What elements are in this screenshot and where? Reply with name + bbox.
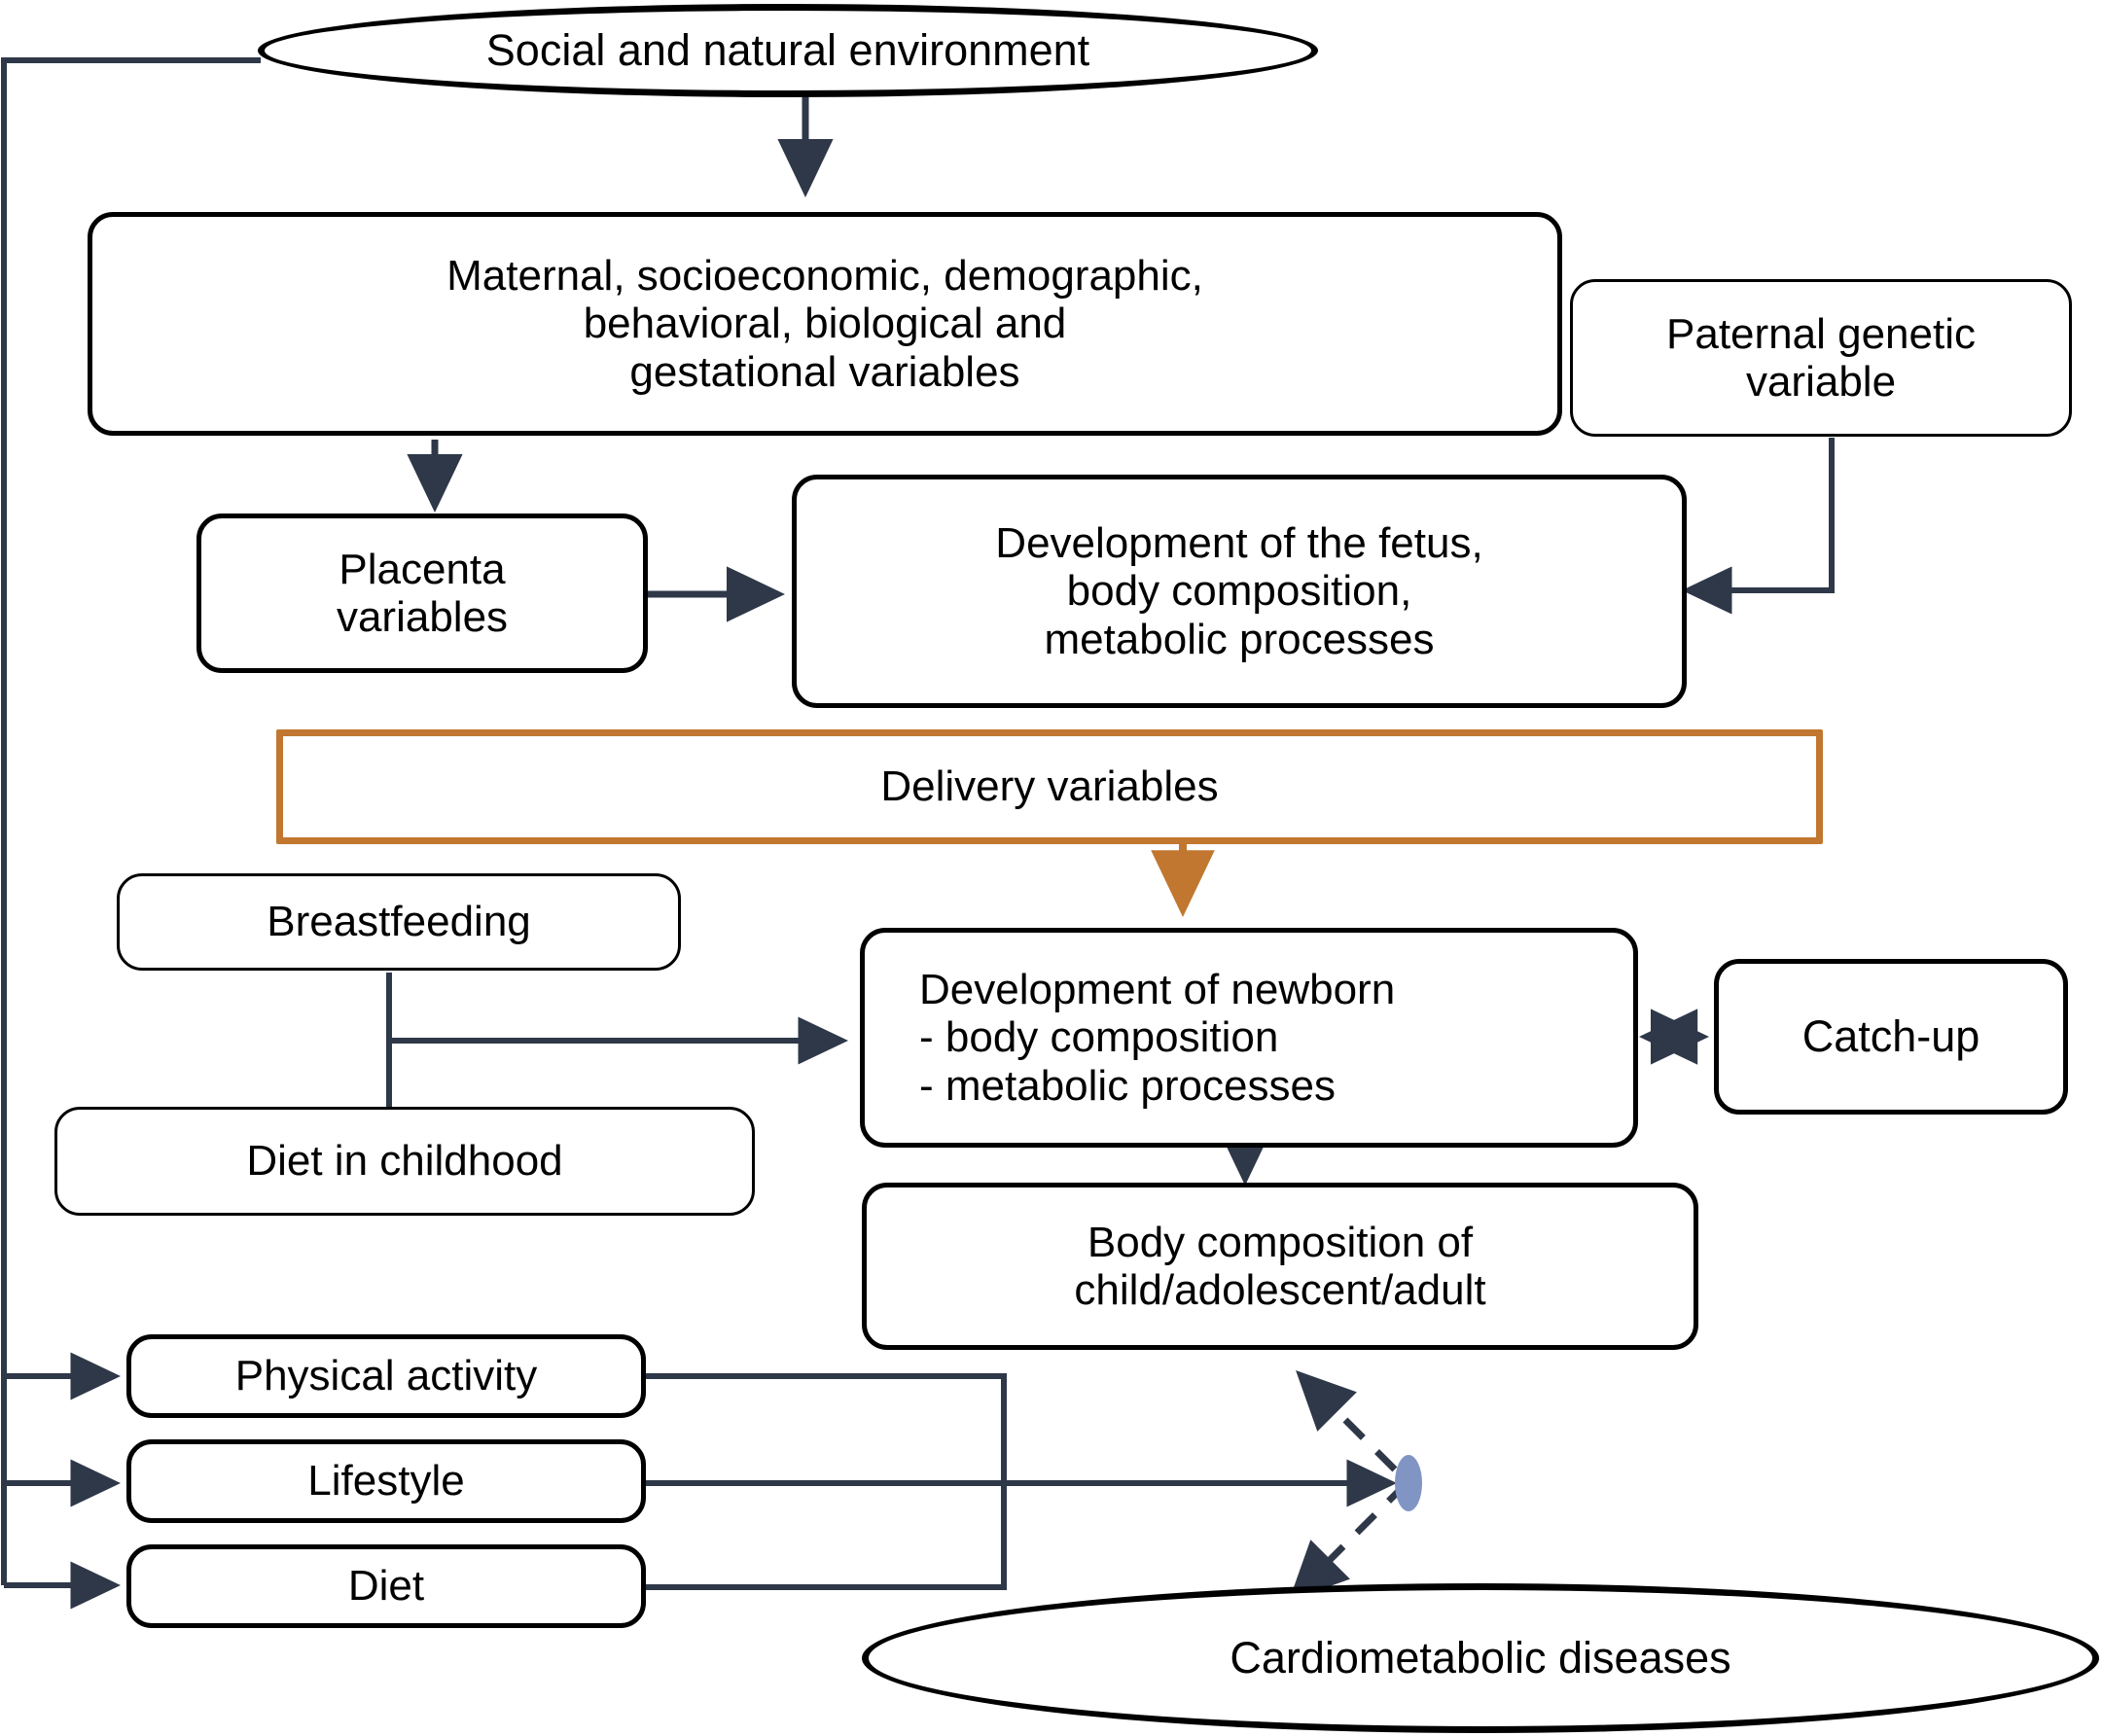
node-mediator[interactable] (1395, 1455, 1422, 1511)
node-lifestyle[interactable]: Lifestyle (126, 1439, 646, 1523)
node-body-composition[interactable]: Body composition of child/adolescent/adu… (862, 1183, 1698, 1350)
node-physical-activity[interactable]: Physical activity (126, 1334, 646, 1418)
node-delivery-variables-label: Delivery variables (880, 762, 1219, 811)
node-cardiometabolic-diseases-label: Cardiometabolic diseases (1230, 1632, 1731, 1683)
node-catch-up-label: Catch-up (1801, 1010, 1980, 1061)
node-diet[interactable]: Diet (126, 1544, 646, 1628)
node-paternal-genetic-label: Paternal genetic variable (1666, 309, 1976, 406)
node-diet-label: Diet (347, 1562, 425, 1611)
node-placenta-variables[interactable]: Placenta variables (196, 514, 648, 673)
node-placenta-variables-label: Placenta variables (336, 545, 509, 641)
node-social-environment-label: Social and natural environment (485, 24, 1090, 75)
node-lifestyle-label: Lifestyle (307, 1457, 465, 1506)
node-body-composition-label: Body composition of child/adolescent/adu… (1074, 1218, 1486, 1314)
edge-lifestyle-cluster-to-mediator (646, 1373, 1398, 1590)
node-cardiometabolic-diseases[interactable]: Cardiometabolic diseases (862, 1583, 2099, 1733)
node-breastfeeding-label: Breastfeeding (267, 898, 531, 946)
edge-social-to-lifestyle-cluster (1, 57, 261, 1610)
node-fetus-development[interactable]: Development of the fetus, body compositi… (792, 475, 1687, 708)
edge-bodycomposition-to-cardiometabolic (1289, 1370, 1412, 1601)
node-diet-childhood-label: Diet in childhood (246, 1137, 563, 1186)
edge-breastfeeding-diet-to-newborn (386, 973, 849, 1109)
node-diet-childhood[interactable]: Diet in childhood (54, 1107, 755, 1216)
node-physical-activity-label: Physical activity (234, 1352, 538, 1400)
node-maternal-variables[interactable]: Maternal, socioeconomic, demographic, be… (88, 212, 1562, 436)
node-paternal-genetic[interactable]: Paternal genetic variable (1570, 279, 2072, 437)
node-newborn-development[interactable]: Development of newborn - body compositio… (860, 928, 1638, 1148)
node-fetus-development-label: Development of the fetus, body compositi… (995, 519, 1483, 663)
node-newborn-development-label: Development of newborn - body compositio… (919, 966, 1396, 1110)
node-social-environment[interactable]: Social and natural environment (258, 4, 1318, 97)
node-delivery-variables[interactable]: Delivery variables (276, 729, 1823, 844)
node-maternal-variables-label: Maternal, socioeconomic, demographic, be… (446, 252, 1203, 396)
node-breastfeeding[interactable]: Breastfeeding (117, 873, 681, 971)
edge-paternal-to-fetus (1681, 438, 1835, 615)
node-catch-up[interactable]: Catch-up (1714, 959, 2068, 1115)
